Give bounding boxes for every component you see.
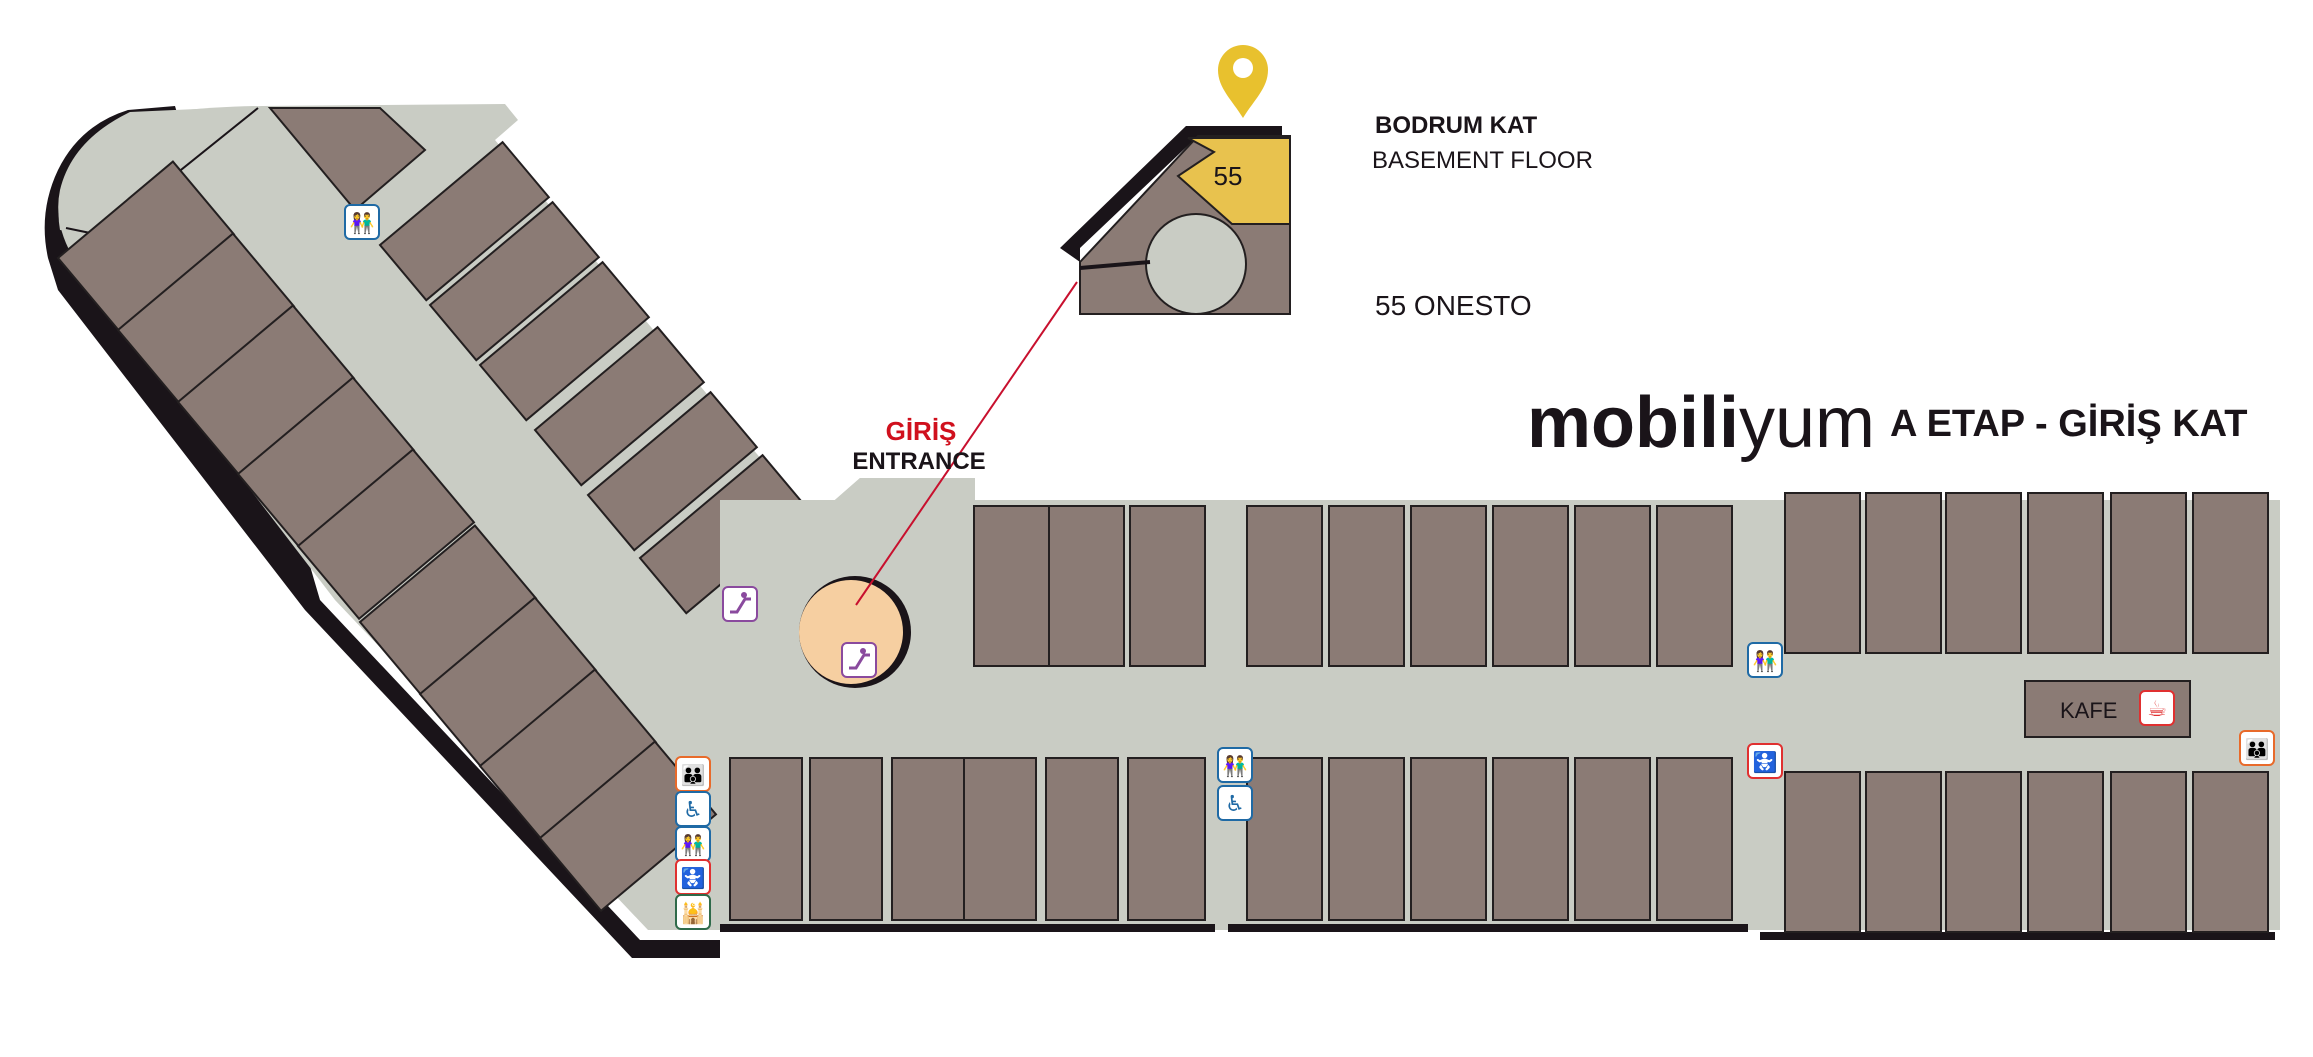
svg-text:👫: 👫 bbox=[1753, 649, 1778, 673]
shop-unit[interactable] bbox=[586, 390, 759, 552]
basement-subtitle: BASEMENT FLOOR bbox=[1372, 147, 1593, 174]
wing-top-cap bbox=[58, 106, 259, 235]
cafe-label: KAFE bbox=[2060, 698, 2117, 723]
diagonal-right-shop-block-a bbox=[378, 140, 551, 302]
shop-unit[interactable] bbox=[1574, 505, 1651, 667]
baby-care-icon[interactable]: 🚼 bbox=[675, 859, 711, 895]
diagonal-right-shop-block-c bbox=[478, 260, 651, 422]
shop-unit[interactable] bbox=[1129, 505, 1206, 667]
restroom-icon[interactable]: 👫 bbox=[1747, 642, 1783, 678]
svg-text:🕌: 🕌 bbox=[681, 901, 706, 925]
shop-unit[interactable] bbox=[1492, 505, 1569, 667]
shop-unit[interactable] bbox=[1048, 505, 1125, 667]
shop-unit[interactable] bbox=[1865, 492, 1942, 654]
basement-inset: 55 bbox=[1060, 45, 1291, 315]
shop-unit[interactable] bbox=[428, 200, 601, 362]
wheelchair-icon[interactable]: ♿ bbox=[1217, 785, 1253, 821]
shop-unit[interactable] bbox=[1784, 771, 1861, 933]
restroom-icon[interactable]: 👫 bbox=[675, 826, 711, 862]
svg-text:🚼: 🚼 bbox=[1753, 750, 1778, 774]
shop-unit[interactable] bbox=[1656, 505, 1733, 667]
bottom-wall-2 bbox=[1228, 924, 1748, 932]
wheelchair-icon[interactable]: ♿ bbox=[675, 791, 711, 827]
shop-unit[interactable] bbox=[1784, 492, 1861, 654]
svg-text:♿: ♿ bbox=[683, 798, 703, 823]
svg-text:👫: 👫 bbox=[1223, 754, 1248, 778]
shop-unit[interactable] bbox=[809, 757, 883, 921]
shop-unit[interactable] bbox=[2192, 492, 2269, 654]
diagonal-left-shop-block-e bbox=[296, 448, 476, 621]
entrance-label-tr: GİRİŞ bbox=[886, 416, 957, 446]
basement-wall bbox=[1060, 126, 1282, 262]
escalator-icon[interactable] bbox=[722, 586, 758, 622]
escalator-icon[interactable] bbox=[841, 642, 877, 678]
diagonal-right-shop-block-b bbox=[428, 200, 601, 362]
basement-unit-number: 55 bbox=[1214, 161, 1243, 191]
basement-title: BODRUM KAT bbox=[1375, 112, 1538, 139]
svg-text:👫: 👫 bbox=[681, 833, 706, 857]
shop-unit[interactable] bbox=[533, 325, 706, 487]
entrance-plaza bbox=[812, 478, 975, 520]
coffee-cup-icon: ☕ bbox=[2139, 690, 2175, 726]
floor-title: A ETAP - GİRİŞ KAT bbox=[1890, 403, 2248, 445]
mobiliyum-logo: mobiliyum bbox=[1527, 383, 1875, 463]
svg-text:👪: 👪 bbox=[2245, 737, 2270, 761]
shop-unit[interactable] bbox=[2027, 771, 2104, 933]
diagonal-right-shop-block-d bbox=[533, 325, 706, 487]
shop-unit[interactable] bbox=[378, 140, 551, 302]
shop-unit[interactable] bbox=[891, 757, 965, 921]
shop-unit[interactable] bbox=[2110, 492, 2187, 654]
shop-unit[interactable] bbox=[2192, 771, 2269, 933]
svg-text:👫: 👫 bbox=[350, 211, 375, 235]
shop-unit[interactable] bbox=[1945, 771, 2022, 933]
shop-unit[interactable] bbox=[1328, 757, 1405, 921]
shop-unit[interactable] bbox=[1410, 505, 1487, 667]
shop-unit[interactable] bbox=[2027, 492, 2104, 654]
family-room-icon[interactable]: 👪 bbox=[675, 756, 711, 792]
shop-unit[interactable] bbox=[1045, 757, 1119, 921]
shop-unit[interactable] bbox=[2110, 771, 2187, 933]
location-pin-icon bbox=[1218, 45, 1268, 118]
basement-escalator-circle bbox=[1145, 213, 1247, 315]
baby-care-icon[interactable]: 🚼 bbox=[1747, 743, 1783, 779]
basement-divider bbox=[1079, 260, 1151, 270]
svg-text:♿: ♿ bbox=[1225, 792, 1245, 817]
shop-unit[interactable] bbox=[729, 757, 803, 921]
shop-unit[interactable] bbox=[478, 260, 651, 422]
svg-text:👪: 👪 bbox=[681, 763, 706, 787]
svg-text:🚼: 🚼 bbox=[681, 866, 706, 890]
shop-unit[interactable] bbox=[267, 107, 427, 212]
store-label: 55 ONESTO bbox=[1375, 290, 1532, 321]
shop-unit[interactable] bbox=[1492, 757, 1569, 921]
shop-unit[interactable] bbox=[1246, 757, 1323, 921]
shop-unit[interactable] bbox=[1127, 757, 1206, 921]
prayer-room-icon[interactable]: 🕌 bbox=[675, 894, 711, 930]
basement-unit-55[interactable] bbox=[1176, 137, 1291, 225]
svg-text:☕: ☕ bbox=[2147, 697, 2167, 722]
restroom-icon[interactable]: 👫 bbox=[344, 204, 380, 240]
shop-unit[interactable] bbox=[1410, 757, 1487, 921]
shop-unit[interactable] bbox=[973, 505, 1050, 667]
bottom-wall-1 bbox=[720, 924, 1215, 932]
horizontal-wing: KAFE ☕ bbox=[720, 478, 2280, 940]
shop-unit[interactable] bbox=[1945, 492, 2022, 654]
entrance-label-en: ENTRANCE bbox=[852, 448, 985, 475]
shop-unit[interactable] bbox=[1865, 771, 1942, 933]
shop-unit[interactable] bbox=[296, 448, 476, 621]
shop-unit[interactable] bbox=[963, 757, 1037, 921]
shop-unit[interactable] bbox=[1328, 505, 1405, 667]
shop-unit[interactable] bbox=[1656, 757, 1733, 921]
shop-unit[interactable] bbox=[1574, 757, 1651, 921]
bottom-wall-3 bbox=[1760, 932, 2275, 940]
restroom-icon[interactable]: 👫 bbox=[1217, 747, 1253, 783]
family-room-icon[interactable]: 👪 bbox=[2239, 730, 2275, 766]
route-line bbox=[855, 281, 1078, 606]
diagonal-wing bbox=[44, 104, 975, 958]
shop-unit[interactable] bbox=[1246, 505, 1323, 667]
diagonal-right-shop-block-e bbox=[586, 390, 759, 552]
